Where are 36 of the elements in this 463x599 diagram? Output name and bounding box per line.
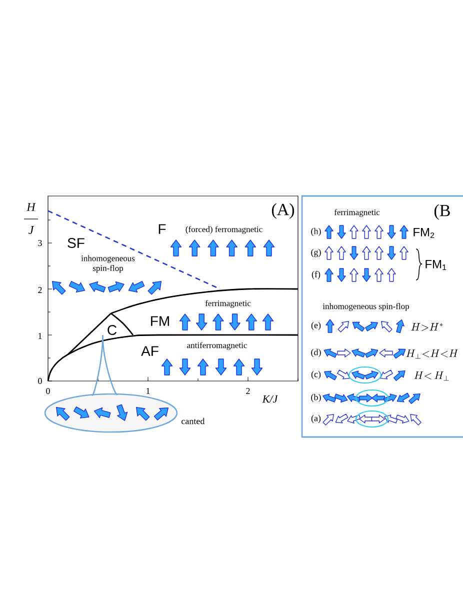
panel-label: (B	[434, 204, 450, 220]
tick-label: 1	[38, 333, 42, 339]
row-label: (f)	[312, 270, 320, 280]
axis-label: K/J	[262, 395, 278, 403]
tick-label: 2	[38, 287, 42, 293]
row-label: (e)	[311, 322, 321, 330]
phase-symbol: FM$_{2}$	[414, 228, 434, 238]
tick-label: 2	[246, 388, 250, 394]
phase-name: inhomogeneous spin-flop	[81, 255, 135, 273]
row-label: (b)	[311, 394, 321, 402]
panel-label: (A)	[272, 203, 294, 219]
field-condition: $H_{\perp}{<}H{<}H$	[406, 349, 458, 359]
leader-line	[92, 334, 118, 396]
region-label: AF	[141, 346, 158, 356]
caption-text: canted	[182, 418, 205, 424]
region-label: C	[108, 325, 117, 335]
field-condition: $H{<}\,H_{\perp}$	[414, 371, 449, 381]
phase-name: ferrimagnetic	[205, 300, 251, 308]
phase-name: inhomogeneous spin-flop	[322, 303, 409, 311]
region-label: F	[158, 224, 166, 234]
region-label: SF	[68, 238, 84, 248]
phase-name: antiferromagnetic	[187, 342, 247, 350]
phase-name: ferrimagnetic	[334, 209, 380, 217]
row-label: (d)	[311, 348, 321, 358]
axis-label: H	[26, 203, 36, 211]
tick-label: 3	[38, 240, 42, 246]
row-label: (a)	[311, 414, 321, 424]
phase-symbol: FM$_{1}$	[426, 260, 446, 270]
row-label: (g)	[311, 248, 321, 258]
region-label: FM	[151, 316, 169, 326]
row-label: (c)	[311, 370, 321, 380]
field-condition: $H{>}H^{*}$	[411, 323, 443, 331]
tick-label: 0	[38, 378, 42, 384]
phase-name: (forced) ferromagnetic	[186, 226, 262, 234]
row-label: (h)	[311, 228, 321, 236]
axis-label: J	[28, 226, 34, 234]
